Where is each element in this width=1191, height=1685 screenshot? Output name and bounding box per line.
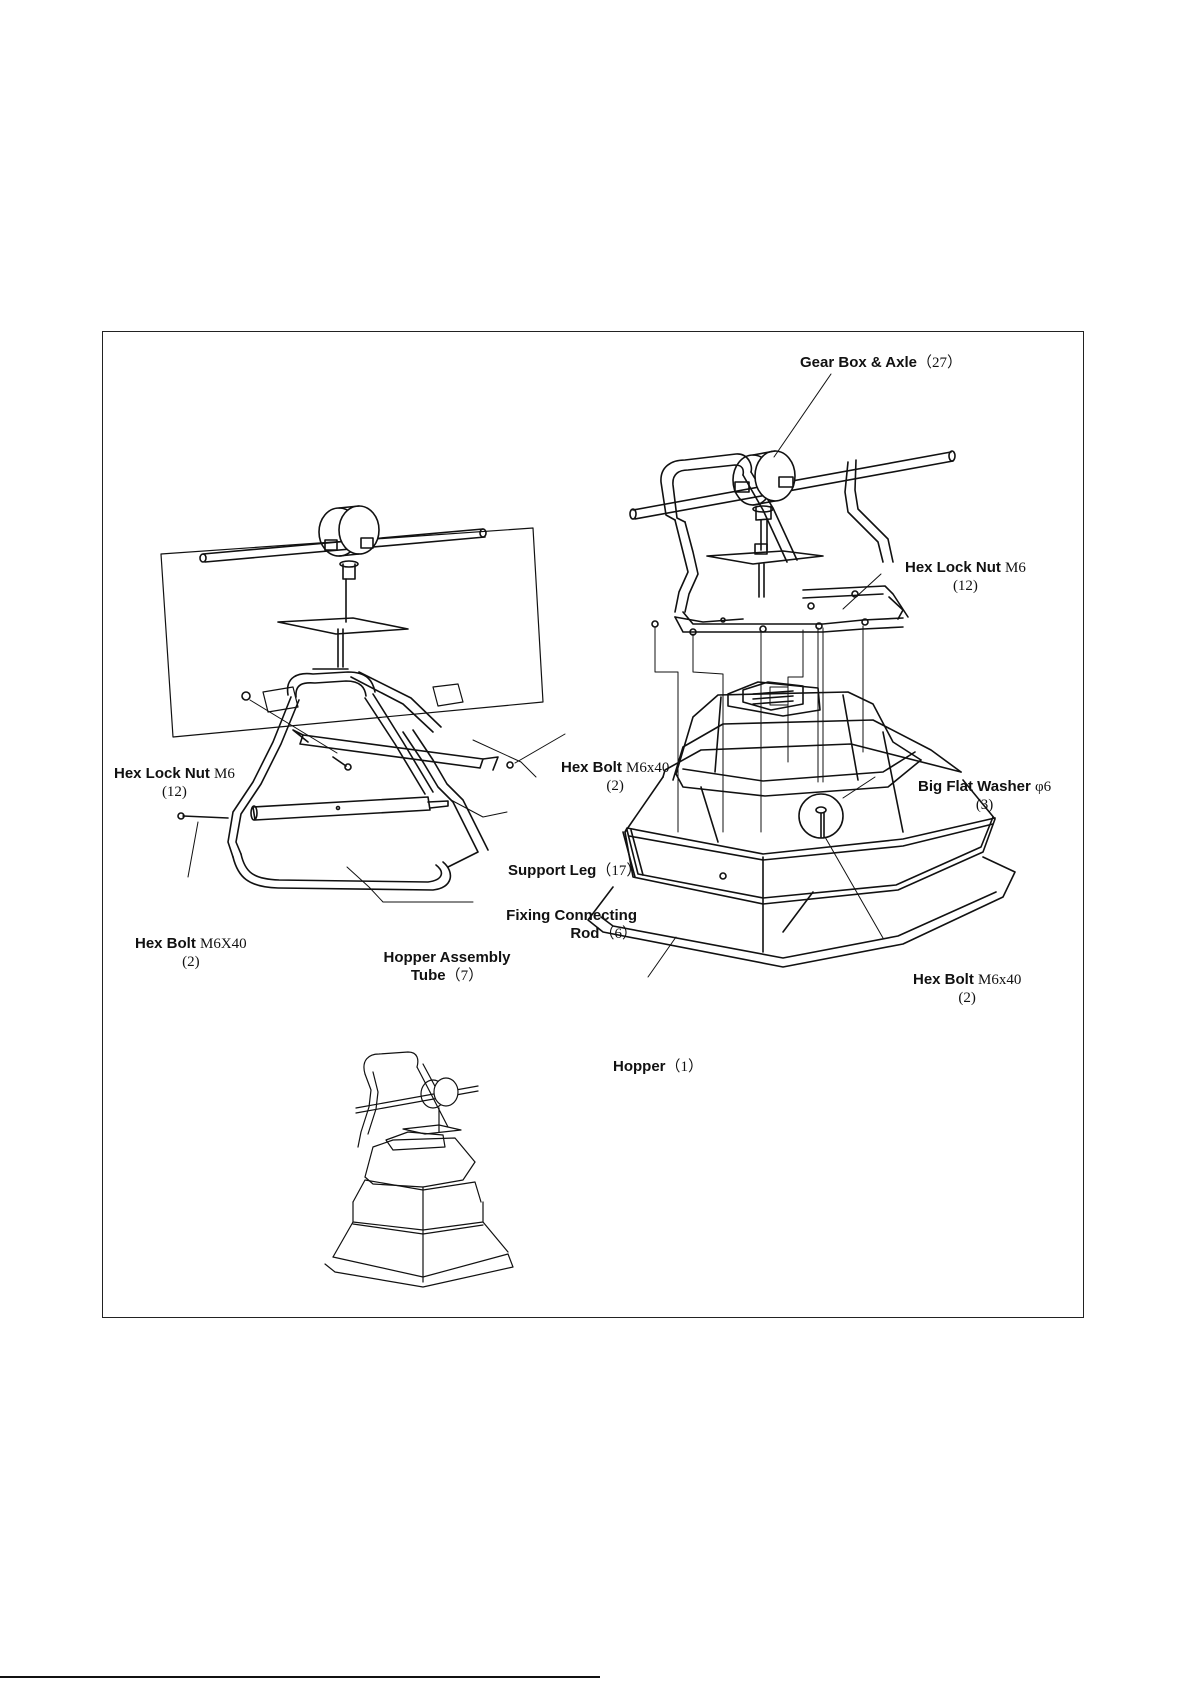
right-plate-shaft (707, 520, 823, 597)
callout-name: Big Flat Washer (918, 778, 1031, 795)
callout-spec: M6x40 (978, 972, 1021, 988)
callout-hex-lock-nut-right: Hex Lock Nut M6 (12) (905, 559, 1026, 595)
callout-hex-bolt-left: Hex Bolt M6X40 (2) (135, 935, 247, 971)
callout-qty: (2) (561, 777, 669, 795)
callout-name: Gear Box & Axle (800, 354, 917, 371)
callout-fixing-connecting-rod: Fixing Connecting Rod（6） (501, 907, 637, 943)
callout-hex-lock-nut-left: Hex Lock Nut M6 (12) (114, 765, 235, 801)
callout-name: Hex Bolt (135, 935, 196, 952)
right-gearbox (733, 451, 795, 520)
callout-name: Hex Lock Nut (114, 765, 210, 782)
left-support-leg (293, 730, 498, 770)
callout-name: Fixing Connecting (501, 907, 637, 925)
callout-qty: (12) (114, 783, 235, 801)
callout-name: Hopper (613, 1058, 666, 1075)
callout-qty: (2) (135, 953, 247, 971)
callout-spec: M6x40 (626, 760, 669, 776)
callout-hopper-assembly-tube: Hopper Assembly Tube（7） (372, 949, 522, 985)
callout-hex-bolt-right: Hex Bolt M6x40 (2) (913, 971, 1021, 1007)
callout-big-flat-washer: Big Flat Washer φ6 (3) (918, 778, 1051, 814)
diagram-frame: Gear Box & Axle（27） Hex Lock Nut M6 (12)… (102, 331, 1084, 1318)
callout-hex-bolt-top: Hex Bolt M6x40 (2) (561, 759, 669, 795)
callout-spec: φ6 (1035, 779, 1051, 795)
washer-detail (799, 794, 843, 838)
completed-assembly-thumbnail (325, 1052, 513, 1287)
left-exploded-view (161, 506, 565, 902)
right-guide-lines (655, 626, 863, 832)
callout-qty: (3) (918, 796, 1051, 814)
callout-spec: M6X40 (200, 936, 247, 952)
right-upper-box (676, 692, 921, 796)
callout-gearbox-axle: Gear Box & Axle（27） (800, 354, 962, 372)
callout-name: Hex Bolt (913, 971, 974, 988)
left-plate-shaft (278, 579, 408, 669)
callout-name: Support Leg (508, 862, 596, 879)
callout-spec: M6 (1005, 560, 1026, 576)
callout-qty: (2) (913, 989, 1021, 1007)
callout-support-leg: Support Leg（17） (508, 862, 641, 880)
callout-qty: （17） (596, 863, 641, 879)
callout-qty: （27） (917, 355, 962, 371)
footer-rule (0, 1676, 600, 1678)
callout-name: Hex Bolt (561, 759, 622, 776)
callout-name: Hex Lock Nut (905, 559, 1001, 576)
callout-name-line2: Tube (411, 967, 446, 984)
callout-qty: （7） (446, 968, 484, 984)
callout-qty: （1） (666, 1059, 704, 1075)
callout-qty: （6） (599, 926, 637, 942)
right-hopper (588, 720, 1015, 967)
callout-hopper: Hopper（1） (613, 1058, 703, 1076)
right-mount-plate (728, 682, 820, 716)
assembly-drawing (103, 332, 1083, 1317)
left-fixing-rod (251, 797, 448, 820)
callout-name-line2: Rod (570, 925, 599, 942)
left-handle-frame (228, 672, 488, 890)
right-assembly-view (588, 374, 1015, 977)
callout-name: Hopper Assembly (372, 949, 522, 967)
callout-spec: M6 (214, 766, 235, 782)
callout-qty: (12) (905, 577, 1026, 595)
